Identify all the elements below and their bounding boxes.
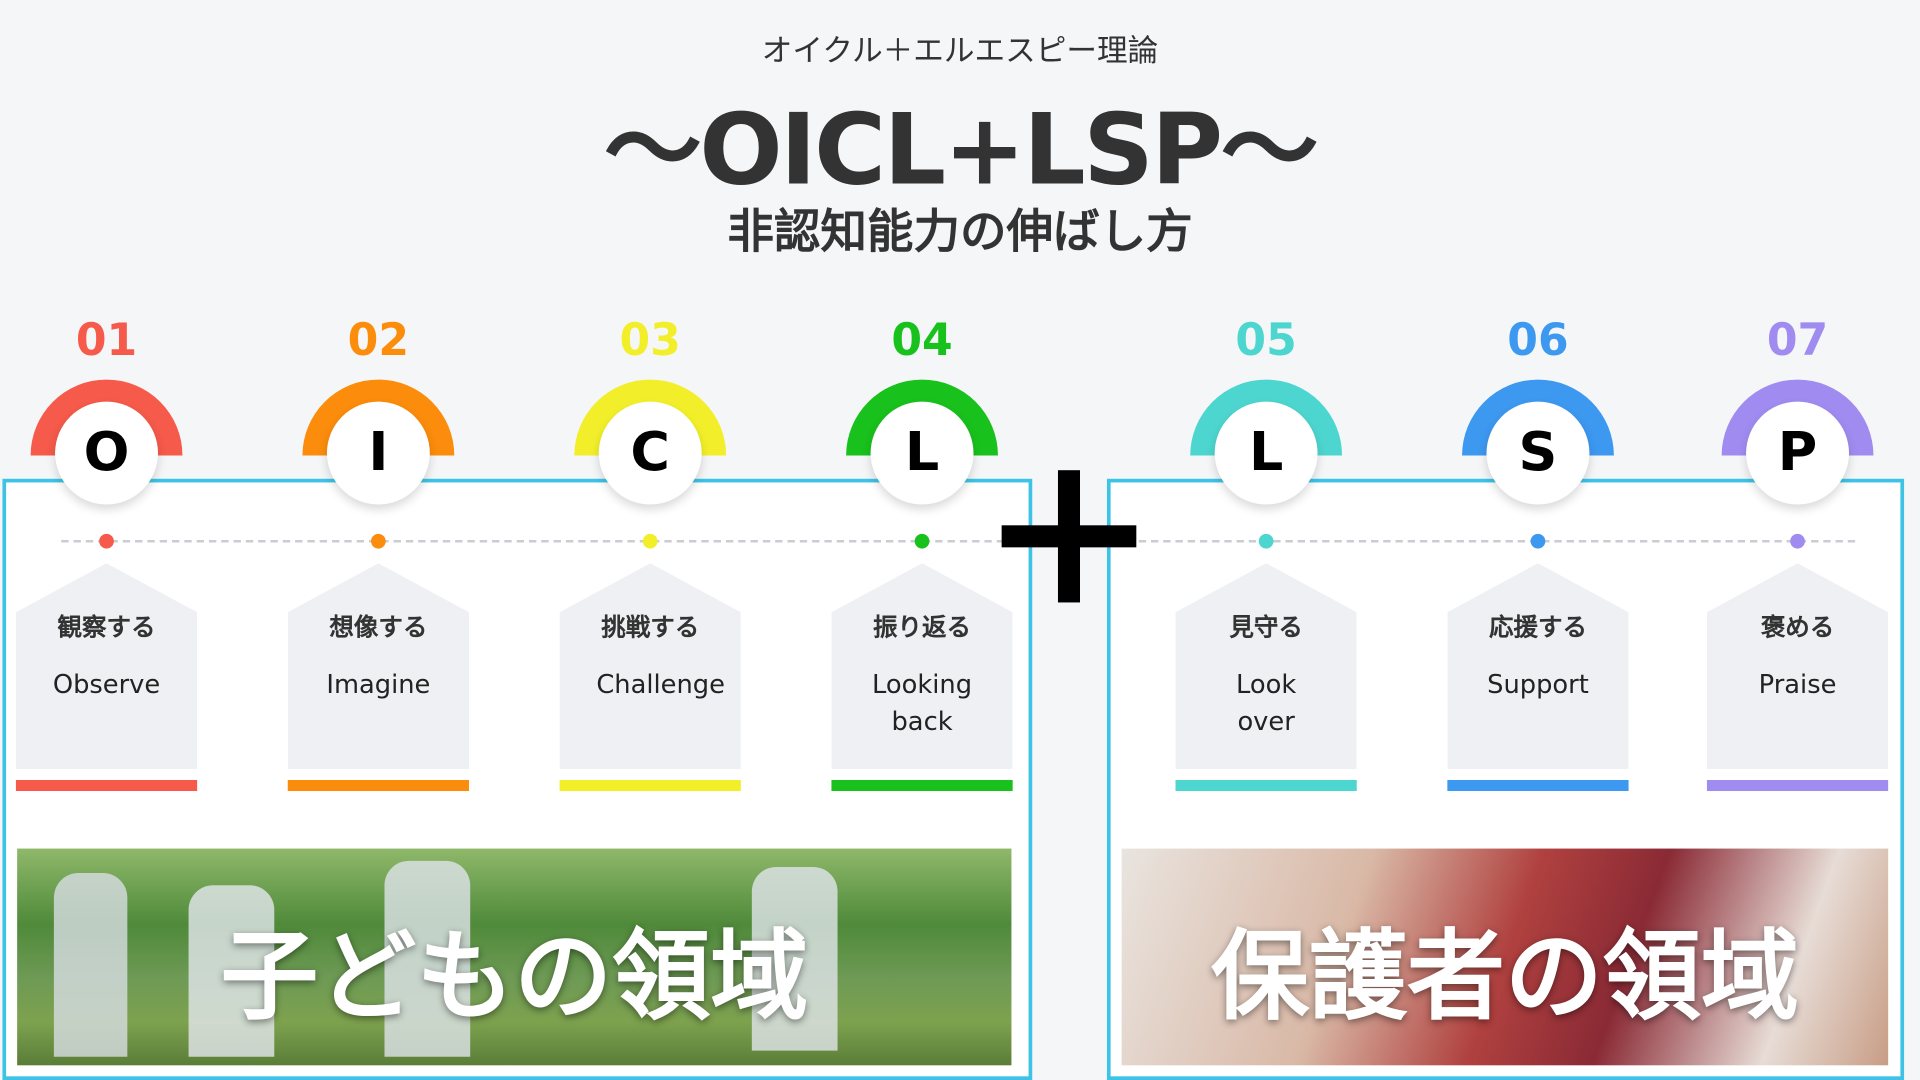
timeline-dot [1530, 533, 1546, 549]
timeline-dot [1790, 533, 1805, 549]
step-letter: O [55, 401, 158, 505]
color-bar [15, 780, 198, 792]
timeline-dot [914, 533, 930, 549]
step-label-en: Praise [1758, 669, 1837, 700]
timeline-dot [642, 533, 658, 549]
step-label-en: Challenge [596, 669, 725, 700]
step-label-jp: 見守る [1229, 612, 1303, 642]
step-03: 03 C 挑戦する Challenge [552, 306, 748, 796]
guardians-photo: 保護者の領域 [1121, 848, 1889, 1066]
step-card: 褒める Praise [1706, 563, 1889, 769]
step-label-en: Support [1487, 669, 1589, 700]
children-photo: 子どもの領域 [17, 848, 1012, 1066]
step-number: 07 [1766, 315, 1829, 367]
step-01: 01 O 観察する Observe [9, 306, 205, 796]
step-02: 02 I 想像する Imagine [280, 306, 476, 796]
timeline-left [61, 540, 1005, 543]
step-label-jp: 観察する [57, 612, 156, 642]
color-bar [1175, 780, 1357, 792]
children-area-label: 子どもの領域 [220, 919, 809, 1034]
step-letter: L [1214, 401, 1318, 505]
color-bar [1447, 780, 1629, 792]
color-bar [287, 780, 469, 792]
step-04: 04 L 振り返る Looking back [824, 306, 1020, 796]
step-07: 07 P 褒める Praise [1700, 306, 1896, 796]
page-title: 〜OICL+LSP〜 [603, 93, 1319, 207]
step-label-en: Observe [52, 669, 161, 700]
step-number: 01 [75, 315, 138, 367]
color-bar [831, 780, 1013, 792]
step-card: 見守る Look over [1175, 563, 1357, 769]
step-label-jp: 想像する [329, 612, 428, 642]
step-letter: P [1746, 401, 1849, 505]
step-card: 振り返る Looking back [831, 563, 1013, 769]
step-letter: C [598, 401, 702, 505]
step-number: 05 [1235, 315, 1297, 367]
timeline-dot [371, 533, 386, 549]
subheading: 非認知能力の伸ばし方 [727, 204, 1193, 259]
timeline-dot [1258, 533, 1274, 549]
step-number: 06 [1507, 315, 1569, 367]
step-number: 02 [347, 315, 410, 367]
step-number: 04 [891, 315, 953, 367]
color-bar [1706, 780, 1889, 792]
step-label-en: Imagine [326, 669, 431, 700]
subtitle: オイクル＋エルエスピー理論 [761, 33, 1159, 69]
step-number: 03 [619, 315, 681, 367]
step-card: 応援する Support [1447, 563, 1629, 769]
step-card: 挑戦する Challenge [559, 563, 741, 769]
step-letter: S [1486, 401, 1590, 505]
plus-icon-vertical [1057, 470, 1081, 603]
timeline-dot [99, 533, 114, 549]
step-06: 06 S 応援する Support [1440, 306, 1636, 796]
step-letter: I [326, 401, 430, 505]
timeline-right [1138, 540, 1856, 543]
step-label-jp: 褒める [1760, 612, 1835, 642]
step-letter: L [870, 401, 974, 505]
step-label-jp: 振り返る [873, 612, 972, 642]
step-label-jp: 挑戦する [601, 612, 700, 642]
guardians-area-label: 保護者の領域 [1211, 919, 1799, 1034]
step-label-en: Look over [1235, 669, 1297, 736]
step-label-en: Looking back [872, 669, 973, 736]
color-bar [559, 780, 741, 792]
step-card: 観察する Observe [15, 563, 198, 769]
step-05: 05 L 見守る Look over [1168, 306, 1364, 796]
step-card: 想像する Imagine [287, 563, 469, 769]
step-label-jp: 応援する [1488, 612, 1587, 642]
